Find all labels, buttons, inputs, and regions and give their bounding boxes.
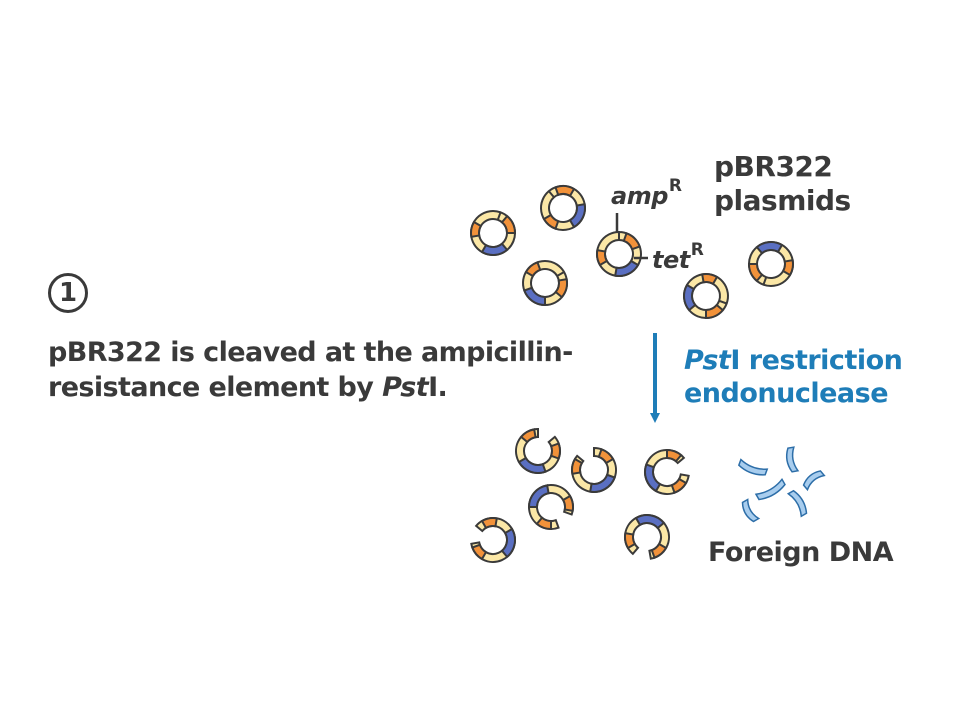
- intact-plasmid: [540, 185, 586, 231]
- amp-gene-text: amp: [611, 182, 668, 210]
- foreign-dna-fragment: [802, 470, 826, 492]
- step-description-enzyme: Pst: [382, 372, 429, 403]
- foreign-dna-fragment: [786, 489, 808, 518]
- plasmid-name: pBR322: [714, 150, 833, 183]
- tet-superscript: R: [690, 240, 704, 260]
- step-description-suffix: I.: [428, 372, 448, 403]
- cleaved-plasmids-group: [470, 427, 690, 563]
- enzyme-italic: Pst: [684, 345, 731, 376]
- plasmid-word: plasmids: [714, 184, 851, 217]
- intact-plasmid: [522, 260, 568, 307]
- foreign-dna-fragment: [741, 498, 761, 523]
- enzyme-line2: endonuclease: [684, 378, 889, 409]
- foreign-dna-fragments-group: [737, 446, 826, 523]
- tet-gene-text: tet: [652, 246, 690, 274]
- enzyme-rest: I restriction: [730, 345, 903, 376]
- step-description: pBR322 is cleaved at the ampicillin- res…: [48, 335, 608, 405]
- foreign-dna-fragment: [785, 446, 800, 473]
- cleaved-plasmid: [527, 484, 574, 531]
- tet-gene-label: tetR: [652, 240, 704, 274]
- cleaved-plasmid: [644, 448, 690, 495]
- foreign-dna-label: Foreign DNA: [708, 537, 894, 568]
- intact-plasmids-group: [470, 185, 794, 320]
- step-number-badge: 1: [48, 273, 88, 313]
- cleaved-plasmid: [470, 517, 516, 563]
- cleaved-plasmid: [624, 514, 670, 560]
- amp-superscript: R: [668, 176, 682, 196]
- cleaved-plasmid: [571, 446, 617, 493]
- step-description-line1: pBR322 is cleaved at the ampicillin-: [48, 337, 573, 368]
- enzyme-label: PstI restriction endonuclease: [684, 344, 903, 410]
- plasmid-label: pBR322 plasmids: [714, 150, 851, 218]
- foreign-dna-fragment: [737, 458, 769, 476]
- intact-plasmid: [470, 210, 517, 256]
- intact-plasmid: [747, 241, 794, 287]
- intact-plasmid: [596, 230, 642, 277]
- step-description-line2: resistance element by: [48, 372, 383, 403]
- foreign-dna-fragment: [754, 477, 786, 501]
- amp-gene-label: ampR: [611, 176, 682, 210]
- intact-plasmid: [683, 273, 729, 320]
- cleaved-plasmid: [515, 427, 561, 474]
